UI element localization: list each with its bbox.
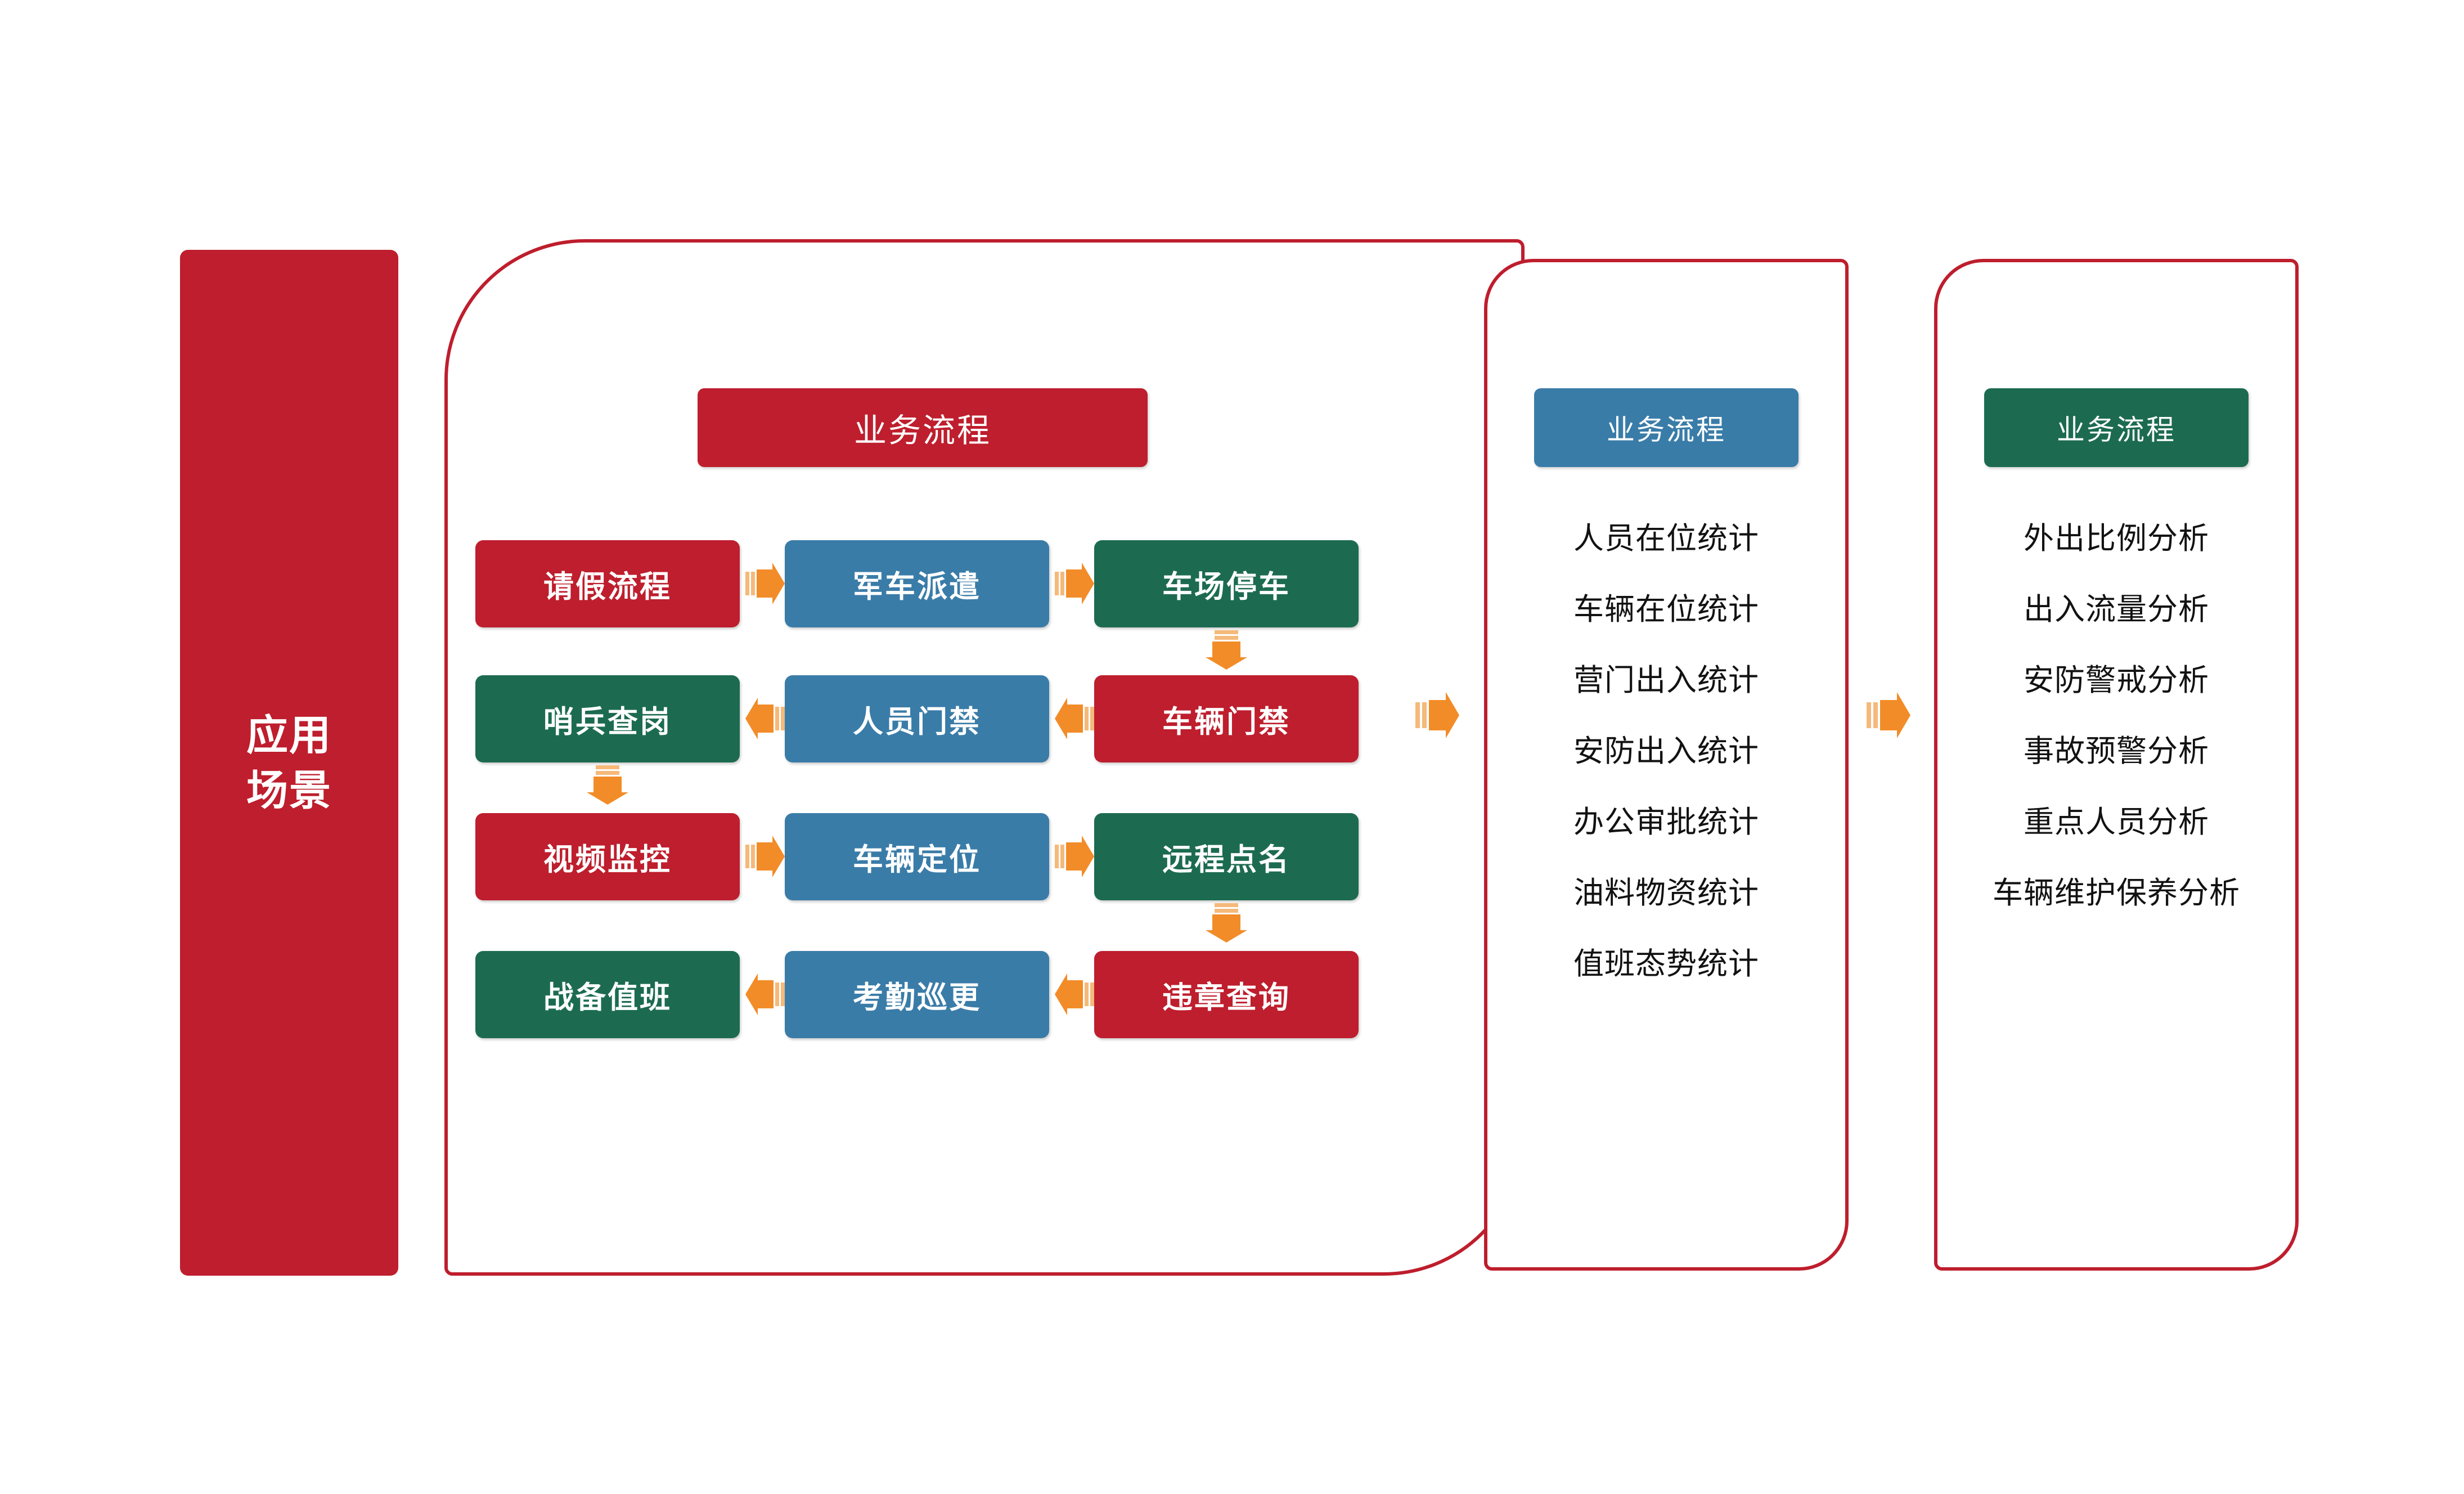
flow-node-zhanbei-zhiban[interactable]: 战备值班 bbox=[475, 951, 740, 1038]
application-scenario-banner: 应用 场景 bbox=[180, 250, 398, 1276]
flow-node-label: 人员门禁 bbox=[853, 705, 981, 739]
right-arrow-icon bbox=[1055, 836, 1094, 877]
flow-node-label: 车场停车 bbox=[1162, 570, 1291, 604]
analysis-item[interactable]: 出入流量分析 bbox=[2024, 593, 2209, 626]
flow-node-label: 哨兵查岗 bbox=[543, 705, 672, 739]
analysis-item[interactable]: 重点人员分析 bbox=[2024, 805, 2209, 839]
analysis-item[interactable]: 车辆维护保养分析 bbox=[1993, 876, 2240, 910]
flow-node-shipin-jiankong[interactable]: 视频监控 bbox=[475, 813, 740, 900]
left-arrow-icon bbox=[745, 698, 785, 739]
analysis-list: 外出比例分析出入流量分析安防警戒分析事故预警分析重点人员分析车辆维护保养分析 bbox=[1934, 523, 2299, 949]
stats-item[interactable]: 营门出入统计 bbox=[1573, 663, 1759, 697]
stats-item[interactable]: 人员在位统计 bbox=[1573, 522, 1759, 555]
left-arrow-icon bbox=[1055, 698, 1094, 739]
stats-list: 人员在位统计车辆在位统计营门出入统计安防出入统计办公审批统计油料物资统计值班态势… bbox=[1484, 523, 1849, 1020]
stats-item[interactable]: 安防出入统计 bbox=[1573, 734, 1759, 768]
flow-node-yuancheng-dianming[interactable]: 远程点名 bbox=[1094, 813, 1359, 900]
flow-node-label: 战备值班 bbox=[543, 981, 672, 1015]
analysis-item[interactable]: 外出比例分析 bbox=[2024, 522, 2209, 555]
right-arrow-icon bbox=[745, 563, 785, 604]
flow-node-cheliang-dingwei[interactable]: 车辆定位 bbox=[785, 813, 1049, 900]
right-arrow-icon bbox=[1867, 692, 1910, 738]
down-arrow-icon bbox=[1206, 903, 1247, 943]
banner-label: 应用 场景 bbox=[246, 711, 332, 814]
left-arrow-icon bbox=[745, 973, 785, 1015]
flow-node-weizhang-chaxun[interactable]: 违章查询 bbox=[1094, 951, 1359, 1038]
stats-item[interactable]: 办公审批统计 bbox=[1573, 805, 1759, 839]
flow-node-label: 违章查询 bbox=[1162, 981, 1291, 1015]
down-arrow-icon bbox=[1206, 630, 1247, 670]
down-arrow-icon bbox=[587, 765, 628, 805]
right-arrow-icon bbox=[745, 836, 785, 877]
right-arrow-icon bbox=[1415, 692, 1459, 738]
analysis-item[interactable]: 安防警戒分析 bbox=[2024, 663, 2209, 697]
stats-item[interactable]: 油料物资统计 bbox=[1573, 876, 1759, 910]
flow-node-label: 车辆定位 bbox=[853, 843, 981, 877]
flow-panel-title-label: 业务流程 bbox=[853, 412, 991, 449]
flow-node-qingjia-liucheng[interactable]: 请假流程 bbox=[475, 540, 740, 627]
flow-node-label: 请假流程 bbox=[543, 570, 672, 604]
flow-node-label: 考勤巡更 bbox=[853, 981, 981, 1015]
analysis-panel-title: 业务流程 bbox=[1984, 388, 2249, 467]
stats-panel-title: 业务流程 bbox=[1534, 388, 1798, 467]
flow-node-cheliang-menjin[interactable]: 车辆门禁 bbox=[1094, 675, 1359, 762]
flow-node-label: 车辆门禁 bbox=[1162, 705, 1291, 739]
right-arrow-icon bbox=[1055, 563, 1094, 604]
flow-panel-title: 业务流程 bbox=[698, 388, 1148, 467]
analysis-item[interactable]: 事故预警分析 bbox=[2024, 734, 2209, 768]
flow-node-label: 军车派遣 bbox=[853, 570, 981, 604]
flow-node-kaoqin-xungeng[interactable]: 考勤巡更 bbox=[785, 951, 1049, 1038]
flow-node-label: 远程点名 bbox=[1162, 843, 1291, 877]
stats-panel-title-label: 业务流程 bbox=[1607, 414, 1726, 446]
analysis-panel-title-label: 业务流程 bbox=[2057, 414, 2176, 446]
flow-node-shaobing-chagang[interactable]: 哨兵查岗 bbox=[475, 675, 740, 762]
flow-node-junche-paiqian[interactable]: 军车派遣 bbox=[785, 540, 1049, 627]
flow-node-label: 视频监控 bbox=[543, 843, 672, 877]
stats-item[interactable]: 车辆在位统计 bbox=[1573, 593, 1759, 626]
left-arrow-icon bbox=[1055, 973, 1094, 1015]
flow-node-renyuan-menjin[interactable]: 人员门禁 bbox=[785, 675, 1049, 762]
flow-node-chechang-tingche[interactable]: 车场停车 bbox=[1094, 540, 1359, 627]
stats-item[interactable]: 值班态势统计 bbox=[1573, 947, 1759, 981]
